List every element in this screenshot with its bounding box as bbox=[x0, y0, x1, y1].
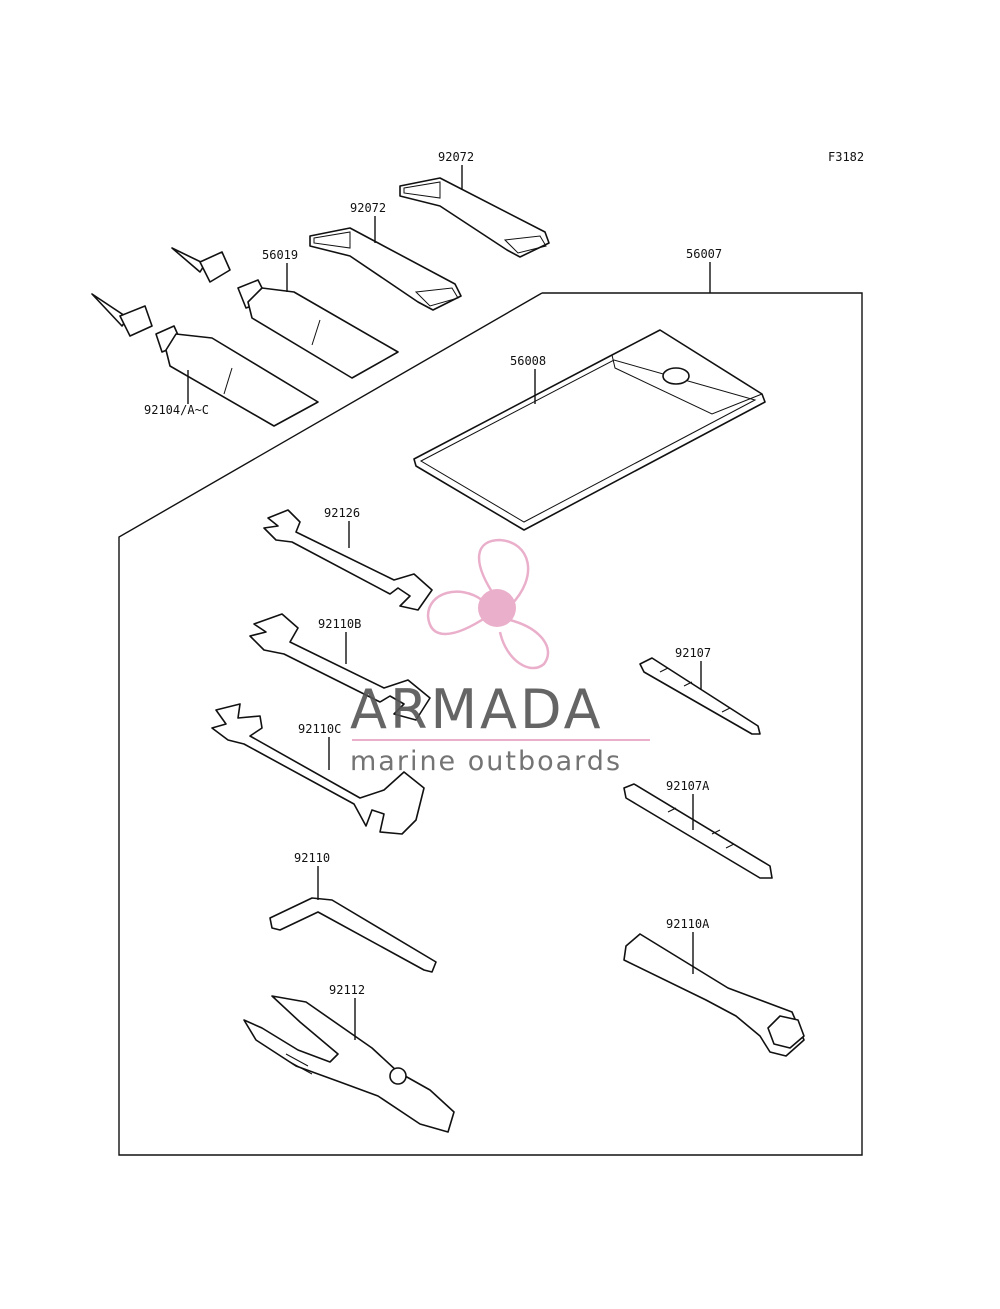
wrench-92110c bbox=[211, 703, 425, 835]
screwdriver-92107a bbox=[623, 783, 773, 879]
label-wrench-92126: 92126 bbox=[324, 506, 360, 520]
tube-56019 bbox=[171, 247, 399, 379]
label-bag: 56008 bbox=[510, 354, 546, 368]
socket-wrench bbox=[623, 933, 805, 1057]
label-tool-kit: 56007 bbox=[686, 247, 722, 261]
watermark-brand: ARMADA bbox=[350, 678, 604, 741]
hex-key bbox=[269, 897, 437, 973]
label-hex-key: 92110 bbox=[294, 851, 330, 865]
watermark: ARMADA marine outboards bbox=[350, 538, 650, 777]
wrench-92126 bbox=[263, 509, 433, 611]
label-strap-upper: 92072 bbox=[438, 150, 474, 164]
label-socket-wrench: 92110A bbox=[666, 917, 710, 931]
figure-code: F3182 bbox=[828, 150, 864, 164]
label-strap-lower: 92072 bbox=[350, 201, 386, 215]
screwdriver-92107 bbox=[639, 657, 761, 735]
label-wrench-92110b: 92110B bbox=[318, 617, 361, 631]
label-tube-56019: 56019 bbox=[262, 248, 298, 262]
pliers bbox=[243, 995, 455, 1133]
strap-upper bbox=[399, 177, 550, 258]
bag bbox=[413, 329, 766, 531]
label-wrench-92110c: 92110C bbox=[298, 722, 341, 736]
wrench-92110b bbox=[249, 613, 431, 721]
label-screwdriver-92107: 92107 bbox=[675, 646, 711, 660]
propeller-logo bbox=[426, 538, 550, 670]
tube-92104 bbox=[91, 293, 319, 427]
label-screwdriver-92107a: 92107A bbox=[666, 779, 710, 793]
strap-lower bbox=[309, 227, 462, 311]
label-pliers: 92112 bbox=[329, 983, 365, 997]
label-tube-92104: 92104/A~C bbox=[144, 403, 209, 417]
tool-kit-outline bbox=[118, 292, 863, 1156]
watermark-tagline: marine outboards bbox=[350, 746, 622, 777]
